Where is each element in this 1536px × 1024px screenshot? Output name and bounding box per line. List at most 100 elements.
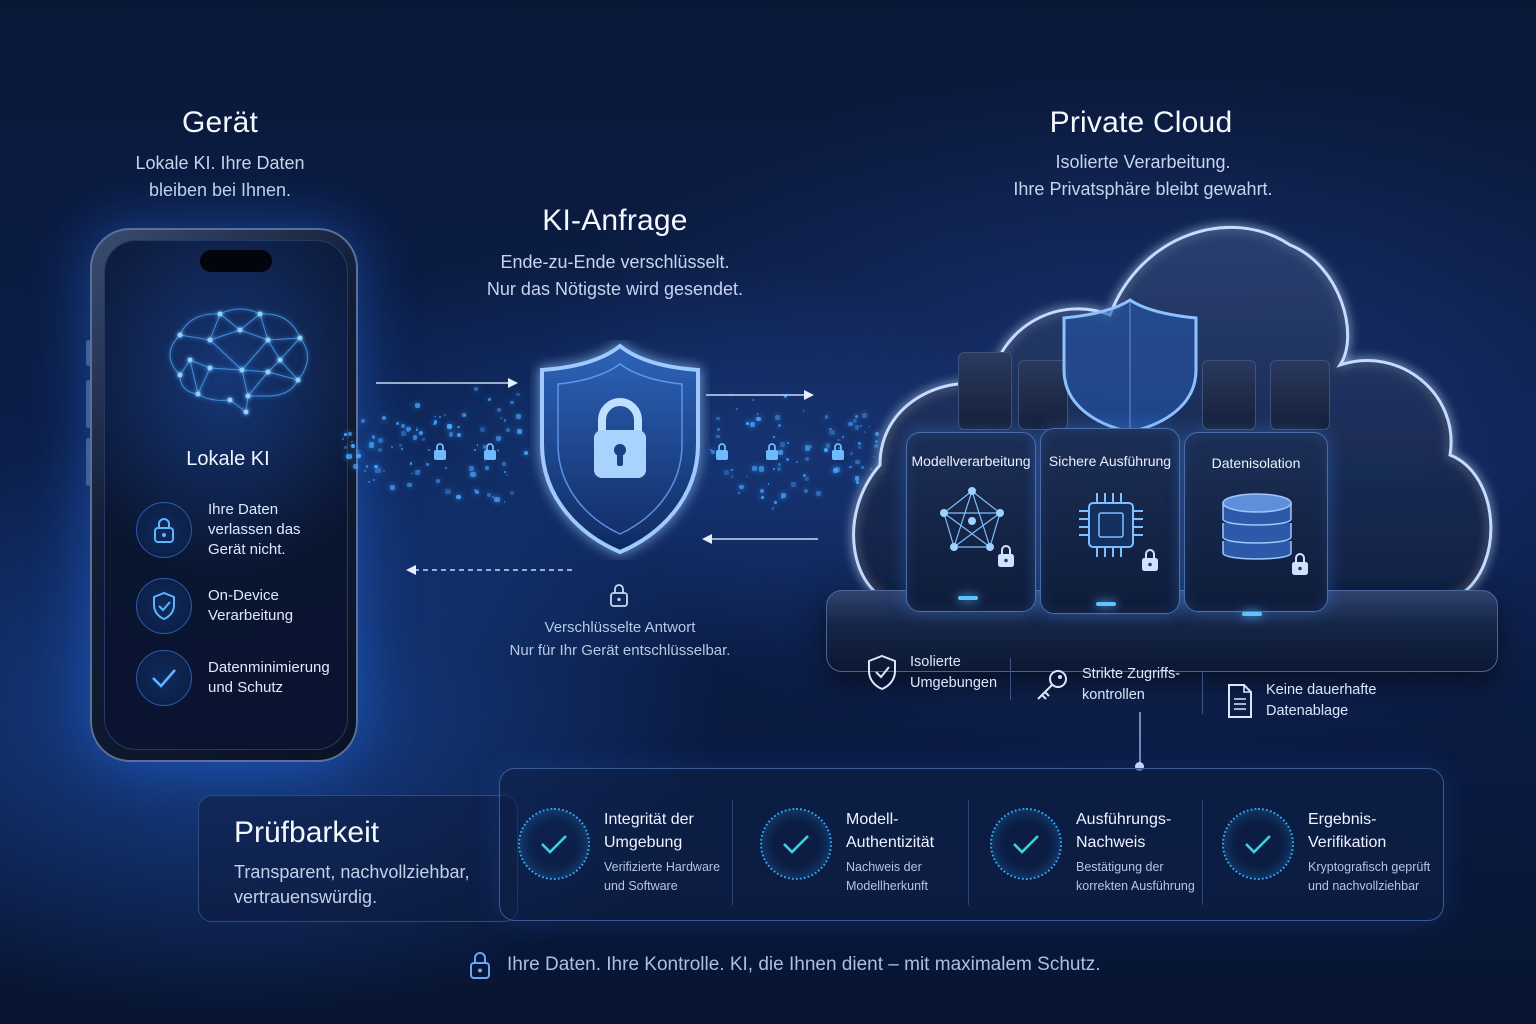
data-particle	[433, 422, 436, 426]
data-particle	[494, 496, 500, 503]
data-particle	[775, 415, 780, 420]
request-arrow-icon	[706, 390, 814, 400]
desc-line: Verifizierte Hardware	[604, 860, 721, 874]
feature-line: Umgebungen	[910, 675, 998, 691]
desc-line: Kryptografisch geprüft	[1308, 860, 1431, 874]
audit-description-line2: vertrauenswürdig.	[234, 887, 378, 907]
data-particle	[823, 447, 828, 452]
data-particle	[456, 494, 461, 500]
data-particle	[516, 428, 523, 435]
request-subtitle-line1: Ende-zu-Ende verschlüsselt.	[500, 252, 730, 272]
data-particle	[829, 427, 832, 431]
shield-check-icon	[136, 578, 192, 634]
data-particle	[523, 450, 528, 455]
audit-description-line1: Transparent, nachvollziehbar,	[234, 862, 470, 882]
data-particle	[412, 435, 418, 440]
server-rack	[1202, 360, 1256, 430]
data-particle	[761, 496, 765, 500]
cloud-subtitle-line1: Isolierte Verarbeitung.	[1055, 152, 1231, 172]
feature-line: Ihre Daten	[208, 501, 279, 518]
data-particle	[503, 470, 506, 473]
lock-icon	[136, 502, 192, 558]
data-particle	[409, 462, 413, 465]
feature-line: Datenminimierung	[208, 659, 330, 676]
data-particle	[736, 407, 739, 410]
status-led	[1096, 602, 1116, 606]
data-particle	[400, 423, 406, 428]
audit-item-title: Ergebnis- Verifikation	[1308, 808, 1430, 854]
module-secure-execution: Sichere Ausführung	[1040, 428, 1180, 614]
title-line: Modell-	[846, 811, 899, 828]
data-particle	[473, 488, 477, 492]
title-line: Verifikation	[1308, 834, 1387, 851]
device-feature-text: Datenminimierung und Schutz	[208, 658, 330, 698]
feature-line: verlassen das	[208, 521, 301, 538]
server-rack	[1270, 360, 1330, 430]
data-particle	[406, 482, 412, 488]
data-particle	[802, 473, 807, 478]
connector-line	[1139, 712, 1141, 766]
data-particle	[468, 465, 475, 471]
data-particle	[730, 475, 734, 478]
cloud-title: Private Cloud	[1049, 106, 1233, 139]
lock-icon	[998, 545, 1014, 567]
phone-button	[86, 438, 91, 486]
device-feature-text: On-Device Verarbeitung	[208, 586, 293, 626]
data-particle	[439, 415, 441, 418]
data-particle	[854, 415, 858, 419]
lock-icon	[716, 443, 728, 460]
data-particle	[366, 465, 369, 468]
lock-icon	[434, 443, 446, 460]
check-circle-icon	[518, 808, 590, 880]
data-particle	[505, 427, 510, 432]
data-particle	[462, 412, 466, 417]
document-icon	[1228, 684, 1252, 718]
desc-line: und Software	[604, 879, 678, 893]
desc-line: Bestätigung der	[1076, 860, 1164, 874]
data-particle	[416, 426, 419, 429]
data-particle	[809, 445, 813, 449]
cloud-subtitle: Isolierte Verarbeitung. Ihre Privatsphär…	[990, 149, 1296, 203]
database-icon	[1222, 493, 1292, 560]
status-led	[958, 596, 978, 600]
data-particle	[757, 496, 760, 499]
data-particle	[751, 399, 754, 402]
data-particle	[356, 453, 361, 458]
data-particle	[837, 438, 840, 442]
lock-icon	[766, 443, 778, 460]
data-particle	[415, 470, 421, 476]
data-particle	[756, 416, 761, 422]
data-particle	[484, 465, 490, 471]
data-particle	[710, 449, 712, 451]
request-subtitle: Ende-zu-Ende verschlüsselt. Nur das Nöti…	[440, 249, 790, 303]
data-particle	[448, 432, 454, 438]
data-particle	[444, 466, 447, 469]
data-particle	[710, 449, 715, 455]
data-particle	[777, 462, 781, 467]
data-particle	[368, 442, 375, 448]
data-particle	[422, 437, 426, 441]
audit-item: Ergebnis- Verifikation Kryptografisch gep…	[1222, 808, 1430, 896]
data-particle	[805, 477, 809, 481]
data-particle	[487, 493, 492, 498]
data-particle	[778, 450, 784, 456]
divider	[1202, 672, 1203, 714]
data-particle	[717, 427, 721, 431]
data-particle	[796, 461, 798, 464]
feature-line: Strikte Zugriffs-	[1082, 666, 1181, 682]
device-feature-row: On-Device Verarbeitung	[136, 578, 346, 634]
data-particle	[860, 465, 864, 469]
module-label: Sichere Ausführung	[1048, 453, 1172, 469]
title-line: Ergebnis-	[1308, 811, 1377, 828]
data-particle	[864, 431, 867, 433]
data-particle	[746, 475, 748, 478]
data-particle	[716, 417, 720, 421]
data-particle	[849, 452, 853, 456]
device-subtitle-line1: Lokale KI. Ihre Daten	[135, 153, 305, 173]
data-particle	[832, 468, 838, 474]
